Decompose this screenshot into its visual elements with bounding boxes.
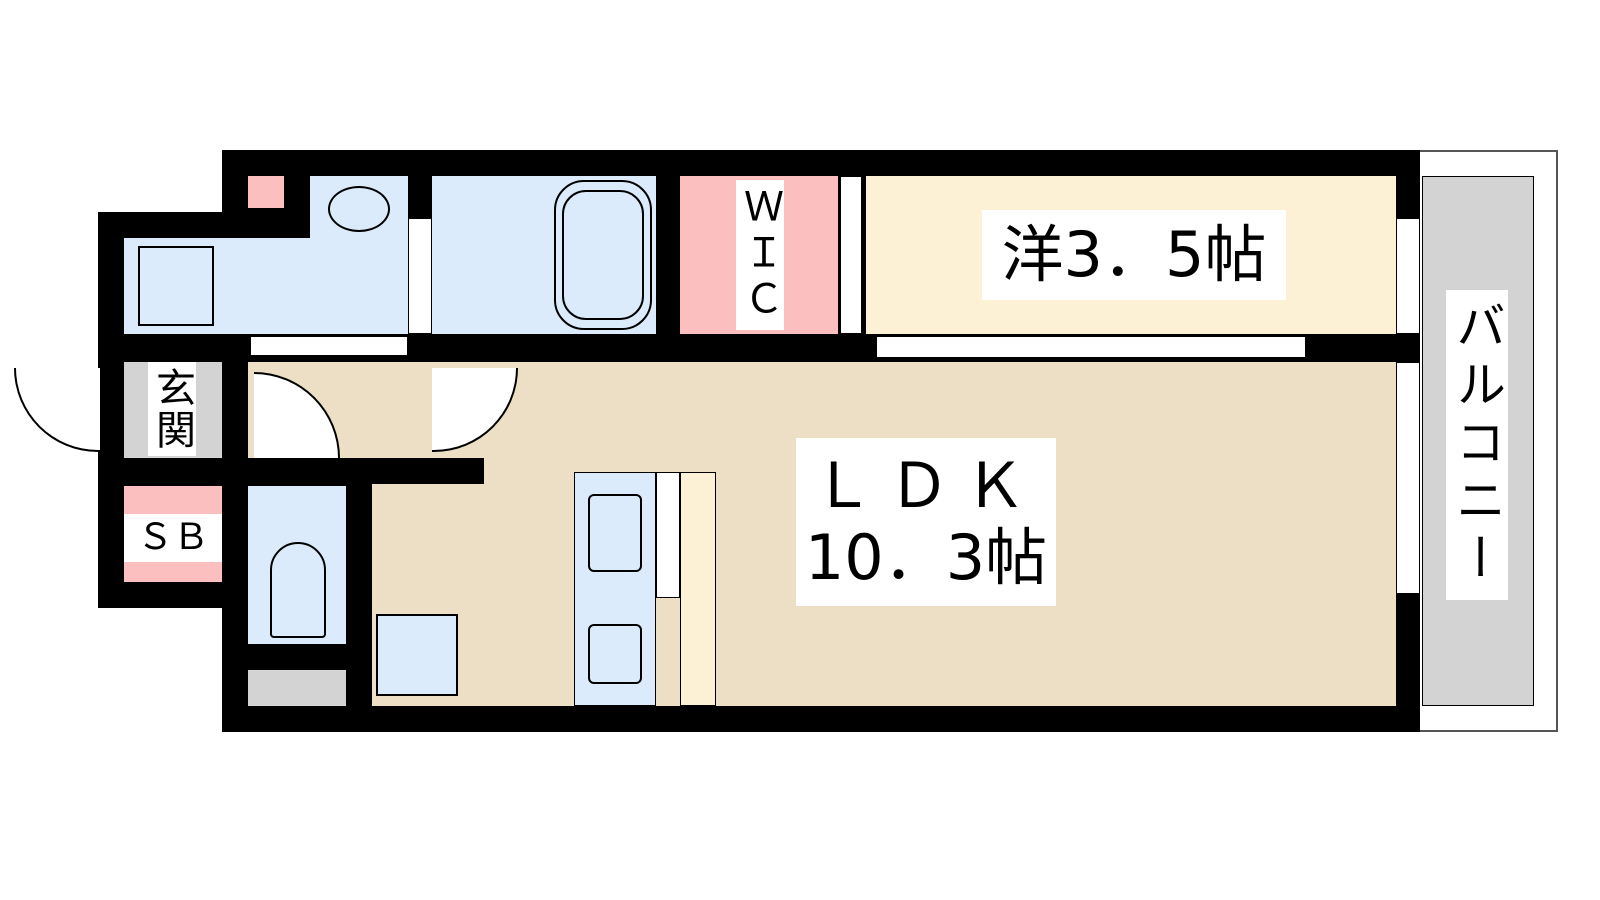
stove-icon xyxy=(588,624,642,684)
bathtub-icon xyxy=(554,180,652,330)
western-room-sliding-door[interactable] xyxy=(876,336,1306,358)
western-room-window[interactable] xyxy=(1396,218,1420,334)
washroom-sliding-door[interactable] xyxy=(250,336,408,356)
washing-machine-icon xyxy=(138,246,214,326)
ldk-size: 10．3帖 xyxy=(804,521,1048,594)
western-room-label: 洋3．5帖 xyxy=(982,210,1286,300)
washroom-door[interactable] xyxy=(408,218,432,334)
bathroom xyxy=(432,176,656,334)
walk-in-closet-label: ＷＩＣ xyxy=(736,180,784,330)
kitchen-shelf xyxy=(680,472,716,706)
toilet-icon xyxy=(270,542,326,638)
bathtub-inner-icon xyxy=(562,190,644,320)
sink-icon xyxy=(588,494,642,572)
front-door[interactable] xyxy=(14,368,100,452)
refrigerator-space xyxy=(376,614,458,696)
water-heater xyxy=(248,176,284,208)
balcony-label: バルコニー xyxy=(1446,290,1508,600)
ldk-label: ＬＤＫ 10．3帖 xyxy=(796,438,1056,606)
washbasin-icon xyxy=(328,186,390,232)
shoe-box-label: ＳＢ xyxy=(124,514,222,562)
kitchen-counter xyxy=(574,472,656,706)
closet-door[interactable] xyxy=(840,176,862,334)
ldk-partition-wall xyxy=(346,458,484,484)
ldk-window[interactable] xyxy=(1396,362,1420,594)
ldk-name: ＬＤＫ xyxy=(811,449,1040,522)
entrance-label: 玄関 xyxy=(148,362,196,456)
kitchen-panel xyxy=(656,472,680,598)
toilet-storage xyxy=(248,670,346,706)
